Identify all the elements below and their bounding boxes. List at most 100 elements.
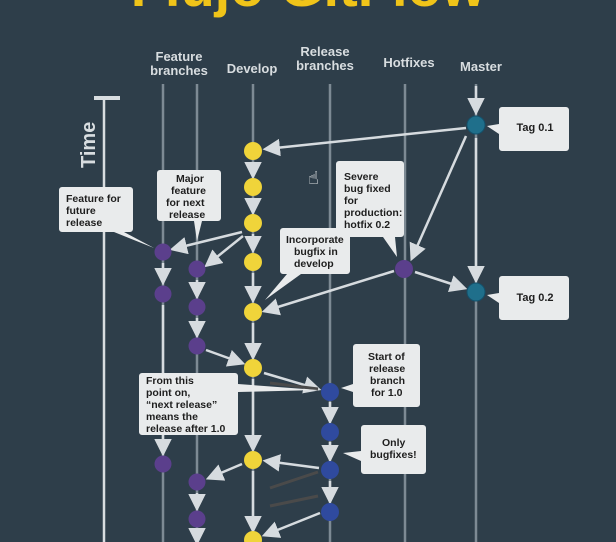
tag-0-2-box xyxy=(487,276,569,320)
release-commit-1 xyxy=(321,383,339,401)
only-bugfixes-box xyxy=(343,425,426,474)
feature-future-line-2: future xyxy=(66,205,96,217)
develop-commit-1 xyxy=(244,142,262,160)
only-bugfixes-callout: Only bugfixes! xyxy=(343,425,426,474)
arrow-develop-to-release xyxy=(263,371,322,394)
incorporate-callout: Incorporate bugfix in develop xyxy=(265,228,350,300)
release-branches-header-line-2: branches xyxy=(296,58,354,73)
major-feature-line-3: for next xyxy=(166,197,205,209)
from-this-point-callout: From this point on, “next release” means… xyxy=(139,373,318,435)
tag-0-1-box xyxy=(487,107,569,151)
start-release-line-1: Start of xyxy=(368,351,405,363)
develop-commit-2 xyxy=(244,178,262,196)
major-feature-line-2: feature xyxy=(171,185,206,197)
feature-2-commit-4 xyxy=(188,473,206,491)
severe-bug-callout: Severe bug fixed for production: hotfix … xyxy=(336,161,404,257)
start-release-line-4: for 1.0 xyxy=(371,387,403,399)
shadow-arrow-3 xyxy=(269,381,319,391)
severe-bug-line-5: hotfix 0.2 xyxy=(344,219,390,231)
shadow-arrow-2 xyxy=(269,494,319,508)
tag-0-2-label: Tag 0.2 xyxy=(516,292,553,304)
feature-future-box xyxy=(59,187,154,248)
develop-header: Develop xyxy=(227,61,278,76)
arrow-develop-to-feature-2 xyxy=(204,235,244,268)
from-this-point-line-4: means the xyxy=(146,411,198,423)
arrow-hotfix-to-develop xyxy=(261,269,395,316)
arrow-hotfix-to-master xyxy=(414,270,468,292)
major-feature-line-4: release xyxy=(169,209,205,221)
develop-commit-6 xyxy=(244,359,262,377)
shadow-arrows xyxy=(269,381,319,508)
from-this-point-line-3: “next release” xyxy=(146,399,217,411)
hotfix-commit-1 xyxy=(395,260,413,278)
major-feature-callout: Major feature for next release xyxy=(157,170,221,241)
only-bugfixes-line-2: bugfixes! xyxy=(370,449,417,461)
feature-future-line-1: Feature for xyxy=(66,193,121,205)
master-header: Master xyxy=(460,59,502,74)
major-feature-line-1: Major xyxy=(176,173,204,185)
incorporate-line-3: develop xyxy=(294,258,334,270)
feature-2-commit-3 xyxy=(188,337,206,355)
diagram-title: Flujo GitFlow xyxy=(131,0,486,18)
release-commit-4 xyxy=(321,503,339,521)
from-this-point-line-1: From this xyxy=(146,375,194,387)
arrow-master-to-develop xyxy=(262,126,467,157)
feature-branches-header-line-2: branches xyxy=(150,63,208,78)
feature-2-commit-5 xyxy=(188,510,206,528)
feature-future-line-3: release xyxy=(66,217,102,229)
start-release-line-3: branch xyxy=(370,375,405,387)
hotfixes-header: Hotfixes xyxy=(383,55,434,70)
shadow-arrow-1 xyxy=(269,470,319,490)
start-release-callout: Start of release branch for 1.0 xyxy=(341,344,420,407)
callouts: Tag 0.1 Tag 0.2 Feature for future relea… xyxy=(59,107,569,474)
tag-0-1-callout: Tag 0.1 xyxy=(487,107,569,151)
feature-2-commit-2 xyxy=(188,298,206,316)
release-commit-3 xyxy=(321,461,339,479)
from-this-point-line-5: release after 1.0 xyxy=(146,423,226,435)
master-commit-1 xyxy=(466,115,486,135)
tag-0-1-label: Tag 0.1 xyxy=(516,122,553,134)
feature-1-commit-2 xyxy=(154,285,172,303)
hand-pointer-icon: ☝ xyxy=(308,168,319,189)
release-commit-2 xyxy=(321,423,339,441)
arrow-feature-to-develop xyxy=(205,348,246,367)
time-label: Time xyxy=(78,122,100,168)
severe-bug-line-3: for xyxy=(344,195,358,207)
severe-bug-line-4: production: xyxy=(344,207,402,219)
severe-bug-line-2: bug fixed xyxy=(344,183,391,195)
develop-commit-7 xyxy=(244,451,262,469)
arrow-master-to-hotfix xyxy=(409,135,468,262)
develop-commit-3 xyxy=(244,214,262,232)
feature-branches-header-line-1: Feature xyxy=(156,49,203,64)
commits xyxy=(154,115,486,542)
develop-commit-5 xyxy=(244,303,262,321)
master-commit-2 xyxy=(466,282,486,302)
start-release-line-2: release xyxy=(369,363,405,375)
from-this-point-box xyxy=(139,373,318,435)
flow-arrows xyxy=(154,86,485,542)
release-branches-header-line-1: Release xyxy=(300,44,349,59)
lane-lines xyxy=(161,84,478,542)
feature-2-commit-1 xyxy=(188,260,206,278)
major-feature-box xyxy=(157,170,221,241)
feature-1-commit-3 xyxy=(154,455,172,473)
feature-future-callout: Feature for future release xyxy=(59,187,154,248)
column-headers: Feature branches Develop Release branche… xyxy=(150,44,502,78)
severe-bug-box xyxy=(336,161,404,257)
develop-commit-4 xyxy=(244,253,262,271)
time-axis: Time xyxy=(78,96,120,542)
feature-1-commit-1 xyxy=(154,243,172,261)
incorporate-box xyxy=(265,228,350,300)
start-release-box xyxy=(341,344,420,407)
arrow-develop-to-feature-3 xyxy=(205,462,243,481)
develop-commit-8 xyxy=(244,531,262,542)
incorporate-line-2: bugfix in xyxy=(294,246,338,258)
incorporate-line-1: Incorporate xyxy=(286,234,344,246)
arrow-release-to-develop xyxy=(262,454,320,472)
tag-0-2-callout: Tag 0.2 xyxy=(487,276,569,320)
from-this-point-line-2: point on, xyxy=(146,387,190,399)
arrow-develop-to-feature-1 xyxy=(169,230,243,255)
severe-bug-line-1: Severe xyxy=(344,171,379,183)
